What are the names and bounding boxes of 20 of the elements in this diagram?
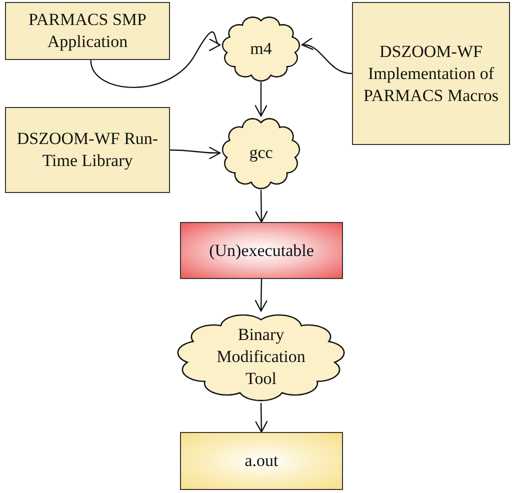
arrow [254,82,268,117]
arrow [254,278,268,312]
output-box [180,222,343,279]
node-label: PARMACS SMP Application [28,9,148,53]
node-label: Binary Modification Tool [216,324,306,390]
input-box [5,107,170,193]
arrow [170,146,221,160]
node-label: DSZOOM-WF Run-Time Library [16,128,160,172]
input-box [352,2,510,145]
node-label: gcc [249,142,273,164]
node-label: DSZOOM-WF Implementation of PARMACS Macros [362,40,500,106]
arrow [254,402,268,433]
node-label: (Un)executable [209,240,314,262]
arrow [90,32,221,88]
arrow [301,38,352,74]
input-box [5,2,170,60]
node-label: m4 [250,38,272,60]
arrow [254,190,268,223]
output-box [180,432,343,490]
node-label: a.out [244,450,278,472]
